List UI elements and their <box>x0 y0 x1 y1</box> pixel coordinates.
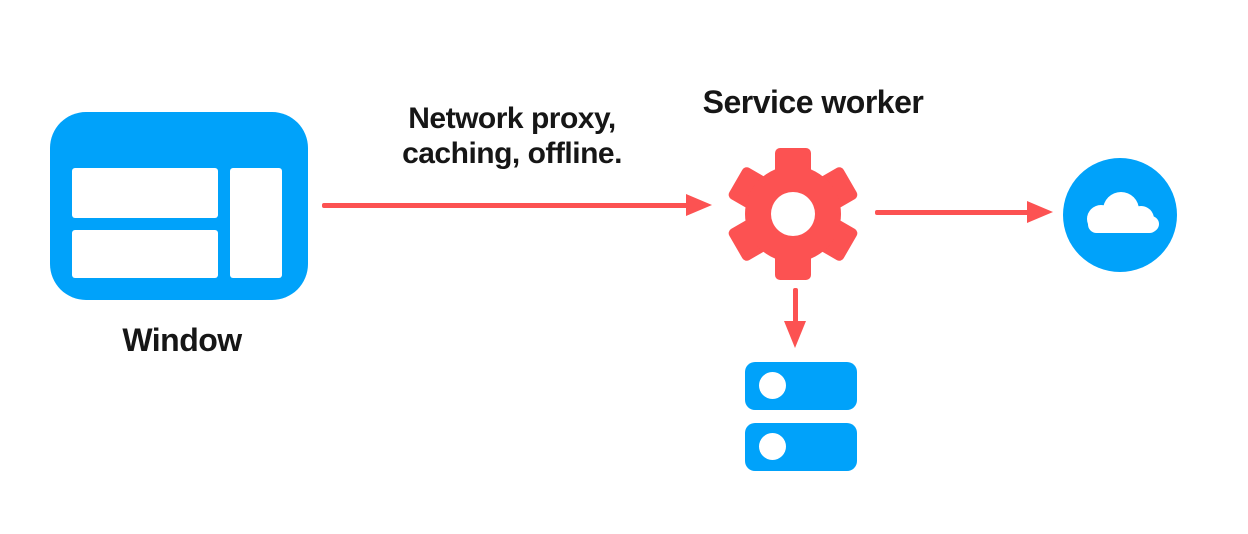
storage-stack-icon <box>745 362 857 471</box>
storage-disk-top <box>745 362 857 410</box>
storage-disk-top-indicator <box>759 372 786 399</box>
arrow-service-worker-to-network-head <box>1027 201 1053 223</box>
storage-disk-bottom-indicator <box>759 433 786 460</box>
gear-icon-svg <box>728 148 858 280</box>
window-node-label: Window <box>122 322 242 358</box>
arrow-service-worker-to-cache-line <box>793 288 798 324</box>
storage-disk-bottom <box>745 423 857 471</box>
window-pane-bottom <box>72 230 218 278</box>
cloud-icon <box>1063 158 1177 272</box>
gear-icon <box>723 144 863 284</box>
arrow-window-to-service-worker-line <box>322 203 688 208</box>
service-worker-node-label: Service worker <box>702 84 924 120</box>
browser-window-icon <box>50 112 308 300</box>
edge-label-network-proxy: Network proxy, caching, offline. <box>312 101 712 171</box>
window-pane-top <box>72 168 218 218</box>
window-pane-sidebar <box>230 168 282 278</box>
cloud-icon-svg <box>1063 158 1177 272</box>
arrow-service-worker-to-network-line <box>875 210 1029 215</box>
edge-label-line-1: Network proxy, <box>408 102 616 135</box>
arrow-service-worker-to-cache-head <box>784 321 806 348</box>
edge-label-line-2: caching, offline. <box>402 137 622 170</box>
arrow-window-to-service-worker-head <box>686 194 712 216</box>
